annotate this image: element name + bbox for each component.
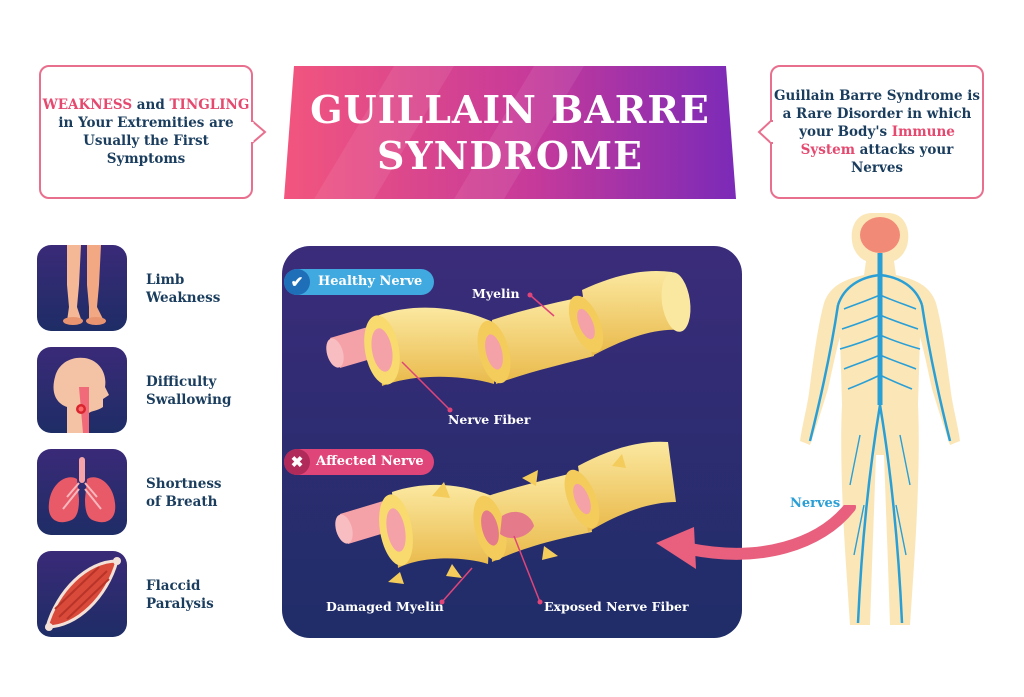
nerve-fiber-label: Nerve Fiber xyxy=(448,412,531,427)
damaged-myelin-leader xyxy=(441,567,473,603)
damaged-myelin-label: Damaged Myelin xyxy=(326,599,444,614)
exposed-fiber-leader xyxy=(513,535,541,603)
muscle-icon xyxy=(37,551,127,637)
tingling-highlight: TINGLING xyxy=(169,97,250,113)
myelin-label: Myelin xyxy=(472,286,520,301)
right-note-tail xyxy=(757,120,773,144)
symptom-label-difficulty-swallowing: Difficulty Swallowing xyxy=(146,374,232,408)
title-line-1: GUILLAIN BARRE xyxy=(310,86,710,132)
affected-nerve xyxy=(335,441,676,584)
nerve-panel: ✔ Healthy Nerve ✖ Affected Nerve Myelin … xyxy=(282,246,742,638)
nerve-illustration xyxy=(282,246,742,638)
symptom-label-shortness-of-breath: Shortness of Breath xyxy=(146,476,222,510)
myelin-leader xyxy=(529,294,555,317)
page-title: GUILLAIN BARRE SYNDROME xyxy=(284,66,736,199)
exposed-nerve-fiber-label: Exposed Nerve Fiber xyxy=(544,599,689,614)
nerves-label: Nerves xyxy=(790,496,841,511)
cross-icon: ✖ xyxy=(284,449,310,475)
right-note: Guillain Barre Syndrome is a Rare Disord… xyxy=(770,65,984,199)
arrow-to-panel xyxy=(656,505,856,569)
system-highlight: System xyxy=(800,142,855,158)
left-note: WEAKNESS and TINGLING in Your Extremitie… xyxy=(39,65,253,199)
symptom-label-flaccid-paralysis: Flaccid Paralysis xyxy=(146,578,214,612)
legs-icon xyxy=(37,245,127,331)
throat-icon xyxy=(37,347,127,433)
left-note-tail xyxy=(251,120,267,144)
immune-highlight: Immune xyxy=(891,124,955,140)
weakness-highlight: WEAKNESS xyxy=(42,97,133,113)
symptom-label-limb-weakness: Limb Weakness xyxy=(146,272,221,306)
lungs-icon xyxy=(37,449,127,535)
brain-icon xyxy=(860,217,900,253)
healthy-nerve-badge: ✔ Healthy Nerve xyxy=(284,269,434,295)
affected-nerve-badge: ✖ Affected Nerve xyxy=(284,449,434,475)
body-nervous-system xyxy=(800,213,960,625)
title-banner xyxy=(284,66,736,199)
nerve-fiber-leader xyxy=(401,361,451,411)
check-icon: ✔ xyxy=(284,269,310,295)
title-line-2: SYNDROME xyxy=(377,132,643,178)
